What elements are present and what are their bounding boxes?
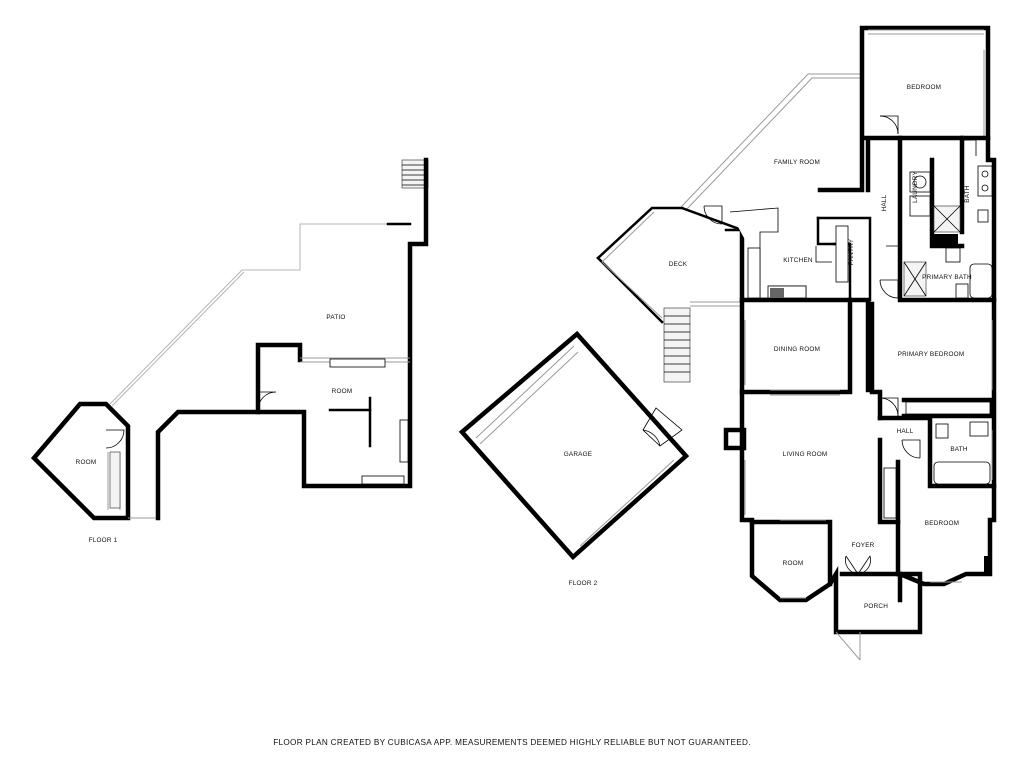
patio-label: PATIO (326, 314, 345, 321)
floor-1-room-left-walls (30, 401, 131, 521)
porch-label: PORCH (864, 603, 888, 610)
living-room-label: LIVING ROOM (783, 451, 828, 458)
laundry-label: LAUNDRY (912, 171, 919, 203)
bath-label: BATH (950, 446, 968, 453)
patio-railing (109, 223, 410, 405)
floor-2-fixtures (729, 165, 993, 576)
floor-1-stairs (401, 159, 429, 189)
hall-label: HALL (881, 194, 888, 211)
deck-structure (596, 206, 742, 383)
floor-2-interior-walls (723, 135, 997, 587)
floor-2-plan: GARAGE DECK (458, 25, 997, 661)
floor-1-label: FLOOR 1 (89, 537, 118, 544)
disclaimer-text: FLOOR PLAN CREATED BY CUBICASA APP. MEAS… (273, 738, 751, 747)
foyer-label: FOYER (851, 542, 874, 549)
room-label: ROOM (76, 459, 97, 466)
dining-room-label: DINING ROOM (774, 346, 820, 353)
floor-1-plan: ROOM PATIO ROOM FLOOR 1 (30, 157, 429, 544)
hall-label: HALL (897, 428, 914, 435)
floor-2-exterior-wall (739, 25, 997, 635)
bedroom-label: BEDROOM (925, 520, 959, 527)
primary-bath-label: PRIMARY BATH (922, 274, 972, 281)
floor-2-label: FLOOR 2 (569, 580, 598, 587)
deck-label: DECK (669, 261, 688, 268)
garage-label: GARAGE (564, 451, 593, 458)
garage-structure (458, 330, 690, 561)
family-room-label: FAMILY ROOM (774, 159, 820, 166)
pantry-label: PANTRY (848, 238, 855, 265)
primary-bedroom-label: PRIMARY BEDROOM (898, 351, 965, 358)
kitchen-label: KITCHEN (783, 257, 813, 264)
room-label: ROOM (783, 560, 804, 567)
bedroom-label: BEDROOM (907, 84, 941, 91)
floor-1-exterior-wall (155, 157, 429, 521)
floor-2-windows (744, 320, 993, 661)
floor-1-room-center-walls (255, 342, 303, 415)
bath-label: BATH (964, 185, 971, 203)
family-room-windows (680, 73, 860, 232)
room-label: ROOM (332, 388, 353, 395)
floor-2-doors (703, 115, 977, 575)
